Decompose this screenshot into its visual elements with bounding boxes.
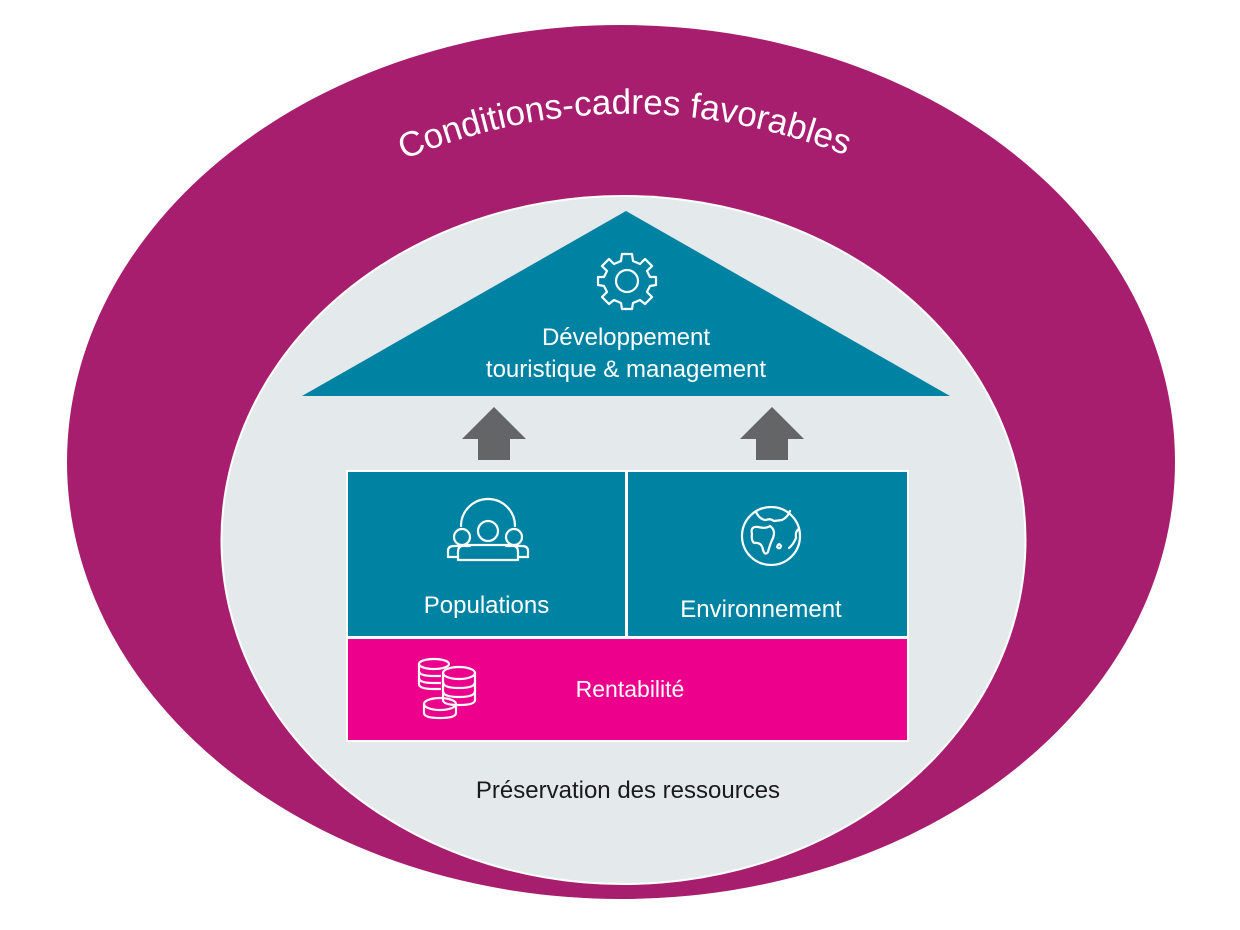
arrow-up-icon — [462, 407, 526, 460]
foundation-label-profitability: Rentabilité — [575, 676, 685, 702]
roof-label-line-2: touristique & management — [485, 356, 767, 383]
people-icon — [446, 497, 530, 562]
coins-icon — [417, 657, 477, 720]
foundation-profitability — [348, 639, 907, 740]
arrow-up-icon — [740, 407, 804, 460]
roof-label: Développement touristique & management — [426, 322, 826, 386]
pillar-label-environment: Environnement — [680, 596, 842, 623]
inner-label-resource-preservation: Préservation des ressources — [475, 777, 781, 804]
globe-icon — [740, 505, 802, 567]
roof-triangle — [302, 211, 950, 396]
roof-label-line-1: Développement — [541, 324, 711, 351]
pillar-label-populations: Populations — [423, 592, 550, 619]
gear-icon — [596, 252, 658, 311]
